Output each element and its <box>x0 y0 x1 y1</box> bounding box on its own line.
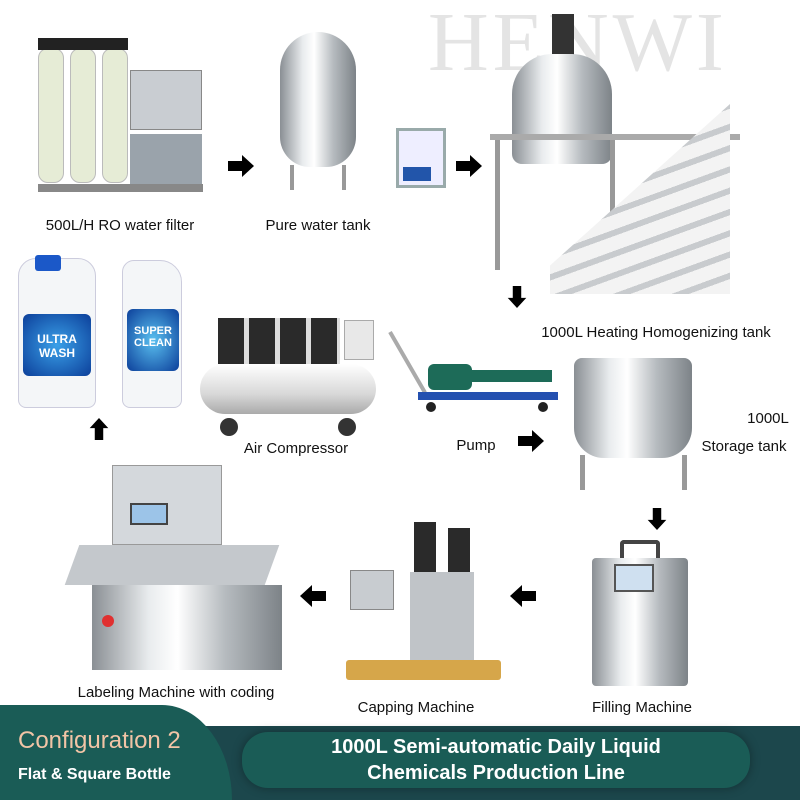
ro-water-filter-image <box>38 38 206 194</box>
pure-water-tank-label: Pure water tank <box>265 217 371 234</box>
title-line-2: Chemicals Production Line <box>367 762 625 784</box>
storage-tank-image <box>574 358 692 458</box>
arrow-left-icon <box>510 585 536 607</box>
capping-machine-image <box>346 522 501 682</box>
filling-machine-label: Filling Machine <box>591 699 693 716</box>
storage-tank-label: Storage tank <box>701 438 787 455</box>
arrow-down-icon <box>647 508 667 530</box>
heating-homogenizing-tank-image <box>490 14 740 294</box>
filling-machine-image <box>592 540 688 686</box>
arrow-right-icon <box>456 155 482 177</box>
arrow-left-icon <box>300 585 326 607</box>
air-compressor-image <box>198 318 378 442</box>
configuration-title: Configuration 2 <box>18 727 181 754</box>
labeling-machine-label: Labeling Machine with coding <box>77 684 275 701</box>
ultra-wash-bottle-image: ULTRA WASH <box>18 255 96 408</box>
air-compressor-label: Air Compressor <box>243 440 349 457</box>
bottle-type: Flat & Square Bottle <box>18 766 171 783</box>
ro-filter-label: 500L/H RO water filter <box>45 217 195 234</box>
capping-machine-label: Capping Machine <box>357 699 475 716</box>
pure-water-tank-image <box>280 32 356 167</box>
super-clean-bottle-image: SUPER CLEAN <box>122 260 182 408</box>
pump-label: Pump <box>456 437 496 454</box>
uv-sterilizer-image <box>396 128 446 188</box>
pump-image <box>388 331 560 420</box>
production-line-title: 1000L Semi-automatic Daily Liquid Chemic… <box>242 732 750 788</box>
configuration-panel <box>0 705 232 800</box>
arrow-right-icon <box>518 430 544 452</box>
arrow-up-icon <box>89 418 109 440</box>
heating-tank-label: 1000L Heating Homogenizing tank <box>541 324 771 341</box>
title-line-1: 1000L Semi-automatic Daily Liquid <box>331 736 661 758</box>
storage-volume-label: 1000L <box>747 410 789 427</box>
arrow-down-icon <box>507 286 527 308</box>
arrow-right-icon <box>228 155 254 177</box>
labeling-machine-image <box>42 455 290 677</box>
